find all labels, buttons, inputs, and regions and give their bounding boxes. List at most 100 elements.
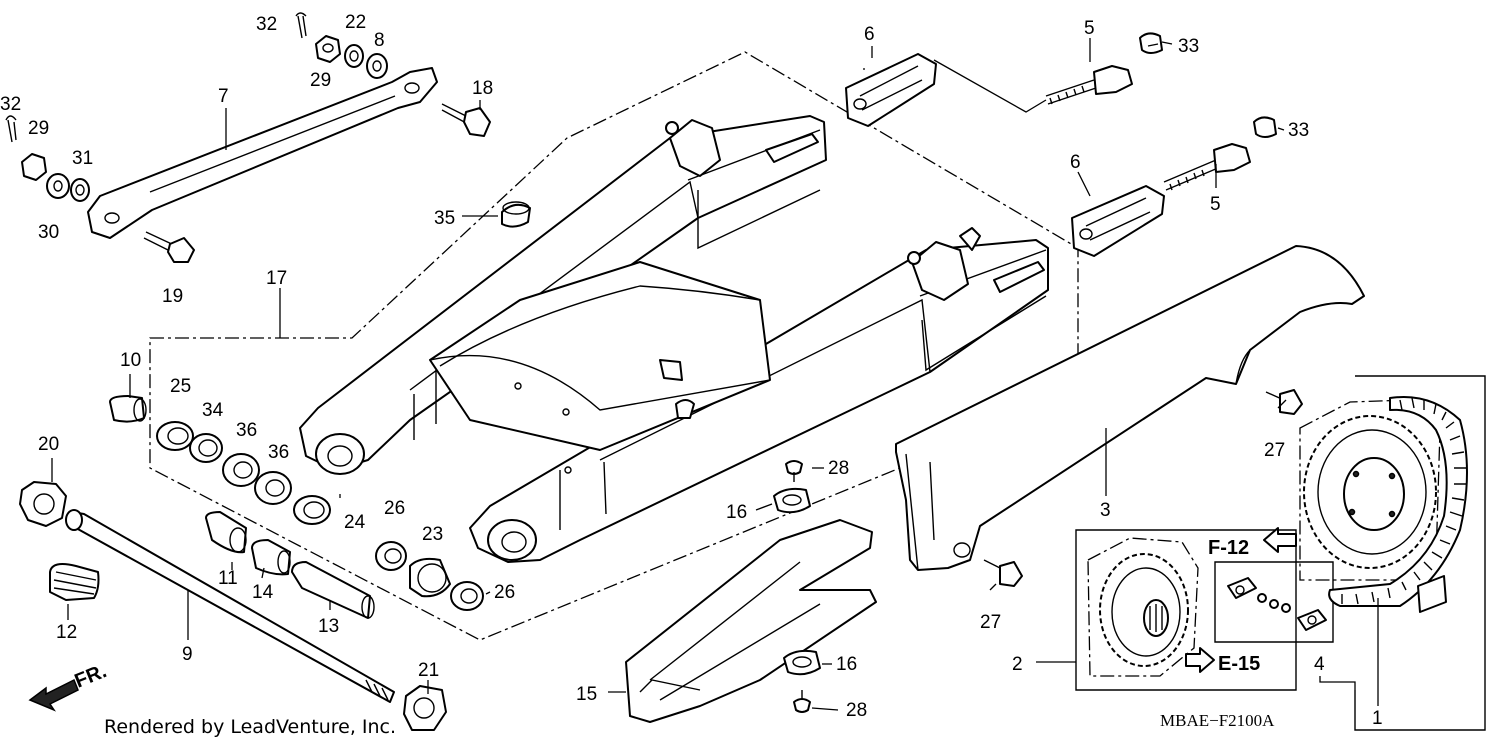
label-plate (1417, 575, 1447, 613)
callout-3: 3 (1100, 500, 1111, 521)
cap-35 (501, 201, 531, 228)
front-direction-label: FR. (72, 660, 110, 692)
callout-32-top: 32 (256, 14, 277, 35)
callout-5-top: 5 (1084, 18, 1095, 39)
callout-labels: 32 22 8 29 7 18 32 29 31 30 19 35 17 10 … (0, 12, 1383, 730)
bolt-27-top (1265, 389, 1303, 415)
chain-adjuster-6-bottom (1071, 185, 1165, 257)
sprocket-set-box (1075, 529, 1297, 691)
pivot-bolt-9 (65, 509, 395, 703)
callout-15: 15 (576, 684, 597, 705)
callout-33-bottom: 33 (1288, 120, 1309, 141)
swingarm-part-17 (299, 115, 1049, 563)
bearing-36-b (254, 471, 292, 505)
leader-lines (51, 38, 1379, 711)
cotter-pin-32-left (5, 115, 17, 143)
seal-24 (293, 495, 331, 525)
seal-26-a (375, 541, 407, 571)
washer-30 (46, 173, 70, 199)
callout-29-top: 29 (310, 70, 331, 91)
collar-11 (205, 511, 247, 554)
callout-27-bottom: 27 (980, 612, 1001, 633)
render-credit: Rendered by LeadVenture, Inc. (104, 716, 397, 738)
callout-17: 17 (266, 268, 287, 289)
chain-case-part-3 (895, 245, 1365, 571)
ref-arrow-e15 (1185, 647, 1215, 673)
seal-26-b (450, 581, 484, 611)
callout-34: 34 (202, 400, 224, 421)
screw-28-bottom (793, 690, 811, 713)
callout-8: 8 (374, 30, 385, 51)
front-direction-arrow-icon (28, 678, 79, 712)
nut-20 (19, 481, 67, 527)
adjusting-bolt-5-bottom (1163, 143, 1251, 191)
callout-30: 30 (38, 222, 59, 243)
bolt-19 (143, 231, 195, 263)
bearing-36-a (222, 453, 260, 487)
callout-36-a: 36 (236, 420, 257, 441)
callout-27-top: 27 (1264, 440, 1285, 461)
callout-35: 35 (434, 208, 455, 229)
ref-label-e15: E-15 (1218, 653, 1260, 675)
ref-arrow-f12 (1263, 527, 1297, 553)
driven-sprocket (1303, 415, 1437, 569)
callout-1: 1 (1372, 708, 1383, 729)
callout-19: 19 (162, 286, 183, 307)
callout-4: 4 (1314, 654, 1325, 675)
driven-sprocket-dashed-outline (1299, 399, 1441, 581)
washer-22 (344, 44, 364, 68)
callout-5-bottom: 5 (1210, 194, 1221, 215)
washer-31 (70, 178, 90, 202)
callout-24: 24 (344, 512, 366, 533)
callout-32-left: 32 (0, 94, 21, 115)
chain-adjuster-6-top (845, 53, 937, 127)
collar-14 (251, 539, 291, 576)
callout-2: 2 (1012, 654, 1023, 675)
callout-16-top: 16 (726, 502, 747, 523)
callout-25: 25 (170, 376, 191, 397)
distance-collar-13 (291, 561, 375, 619)
callout-36-b: 36 (268, 442, 289, 463)
nut-21 (403, 685, 447, 731)
callout-22: 22 (345, 12, 366, 33)
callout-12: 12 (56, 622, 77, 643)
callout-26-a: 26 (384, 498, 405, 519)
callout-20: 20 (38, 434, 59, 455)
callout-10: 10 (120, 350, 141, 371)
bearing-25 (156, 421, 194, 451)
bolt-27-bottom (983, 559, 1023, 587)
chain-joint-box (1214, 561, 1334, 643)
bearing-23 (409, 557, 451, 598)
callout-13: 13 (318, 616, 339, 637)
callout-6-bottom: 6 (1070, 152, 1081, 173)
torque-link-part-7 (87, 67, 438, 239)
callout-23: 23 (422, 524, 443, 545)
washer-8 (366, 53, 388, 79)
clip-33-top (1139, 32, 1163, 54)
chain-joint (1227, 577, 1327, 631)
bolt-18 (441, 103, 491, 137)
callout-31: 31 (72, 148, 93, 169)
drive-sprocket (1099, 553, 1189, 667)
callout-16-bottom: 16 (836, 654, 857, 675)
cotter-pin-32-top (295, 12, 307, 39)
callout-28-top: 28 (828, 458, 849, 479)
seal-34 (189, 433, 223, 463)
callout-14: 14 (252, 582, 274, 603)
callout-26-b: 26 (494, 582, 515, 603)
callout-21: 21 (418, 660, 439, 681)
chain-slider-part-15 (625, 519, 877, 723)
collar-10 (109, 395, 147, 423)
callout-18: 18 (472, 78, 493, 99)
screw-28-top (785, 460, 803, 482)
callout-6-top: 6 (864, 24, 875, 45)
callout-7: 7 (218, 86, 229, 107)
diagram-code: MBAE−F2100A (1160, 711, 1275, 730)
rubber-16-top (773, 487, 811, 514)
nut-29-top (315, 35, 341, 63)
adjusting-bolt-12 (49, 563, 100, 601)
adjusting-bolt-5-top (1045, 65, 1133, 105)
drive-chain-box (1354, 375, 1486, 731)
drive-sprocket-dashed-outline (1087, 537, 1199, 677)
